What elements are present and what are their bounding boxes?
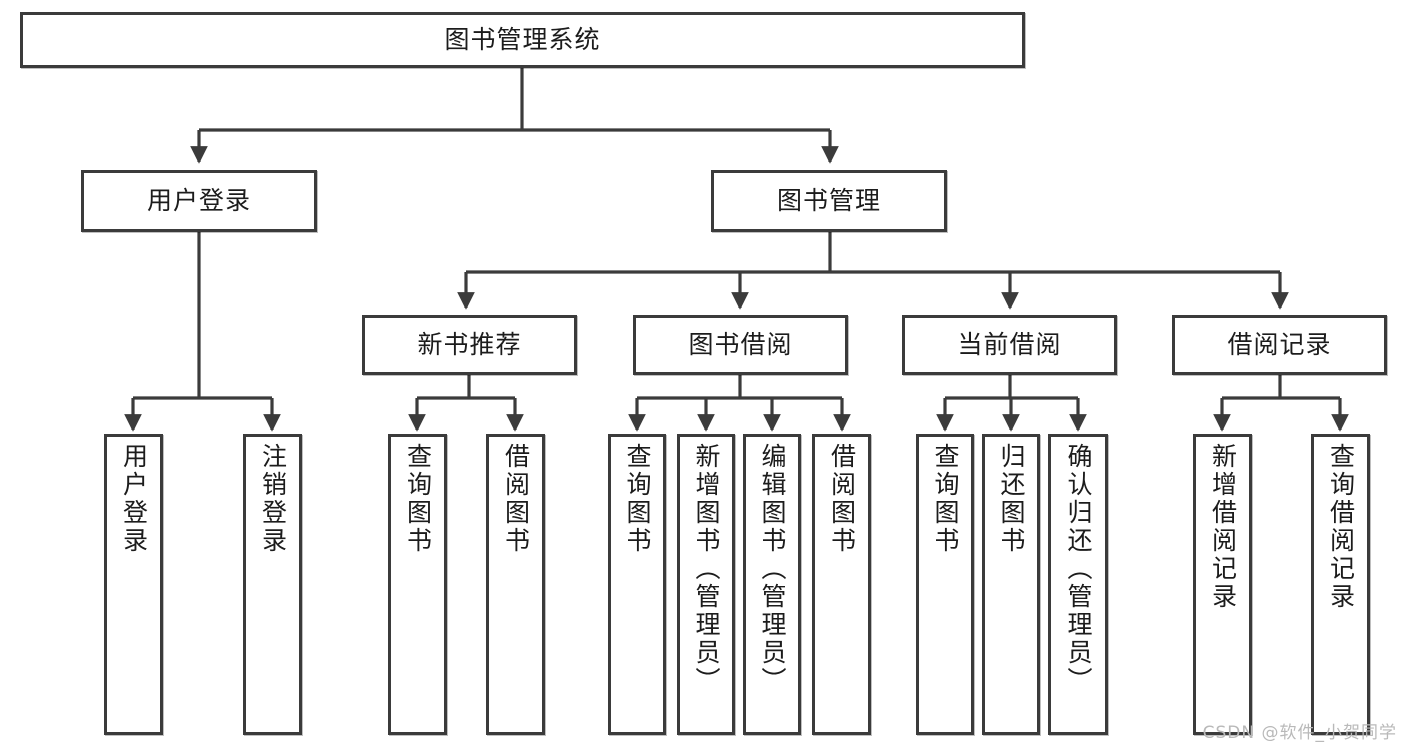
- leaf-user-logout[interactable]: 注销登录: [243, 434, 302, 735]
- leaf-borrow-book-2-label: 借阅图书: [827, 443, 857, 555]
- node-user-login[interactable]: 用户登录: [81, 170, 317, 232]
- leaf-add-record[interactable]: 新增借阅记录: [1193, 434, 1252, 735]
- watermark-text: CSDN @软件_小贺同学: [1202, 723, 1397, 743]
- leaf-query-book-1[interactable]: 查询图书: [388, 434, 447, 735]
- leaf-confirm-return[interactable]: 确认归还（管理员）: [1048, 434, 1108, 735]
- leaf-user-login-label: 用户登录: [119, 443, 149, 555]
- node-root-label: 图书管理系统: [444, 25, 601, 54]
- leaf-query-book-3[interactable]: 查询图书: [916, 434, 974, 735]
- leaf-query-book-3-label: 查询图书: [931, 443, 960, 555]
- leaf-user-login[interactable]: 用户登录: [104, 434, 163, 735]
- node-root[interactable]: 图书管理系统: [20, 12, 1025, 68]
- node-book-manage-label: 图书管理: [776, 186, 881, 215]
- node-new-book-rec[interactable]: 新书推荐: [362, 315, 577, 375]
- leaf-query-record-label: 查询借阅记录: [1326, 443, 1356, 611]
- leaf-confirm-return-label: 确认归还（管理员）: [1064, 443, 1093, 695]
- node-new-book-rec-label: 新书推荐: [417, 330, 522, 359]
- leaf-borrow-book-2[interactable]: 借阅图书: [812, 434, 871, 735]
- leaf-add-book[interactable]: 新增图书（管理员）: [677, 434, 735, 735]
- node-book-borrow[interactable]: 图书借阅: [633, 315, 848, 375]
- leaf-query-book-2[interactable]: 查询图书: [608, 434, 666, 735]
- leaf-borrow-book-1[interactable]: 借阅图书: [486, 434, 545, 735]
- node-borrow-record-label: 借阅记录: [1227, 330, 1332, 359]
- leaf-query-book-1-label: 查询图书: [403, 443, 433, 555]
- leaf-add-book-label: 新增图书（管理员）: [692, 443, 721, 695]
- node-book-borrow-label: 图书借阅: [688, 330, 793, 359]
- leaf-add-record-label: 新增借阅记录: [1208, 443, 1238, 611]
- leaf-query-record[interactable]: 查询借阅记录: [1311, 434, 1370, 735]
- leaf-return-book-label: 归还图书: [997, 443, 1026, 555]
- leaf-edit-book-label: 编辑图书（管理员）: [758, 443, 787, 695]
- node-book-manage[interactable]: 图书管理: [711, 170, 947, 232]
- leaf-borrow-book-1-label: 借阅图书: [501, 443, 531, 555]
- leaf-edit-book[interactable]: 编辑图书（管理员）: [743, 434, 801, 735]
- leaf-return-book[interactable]: 归还图书: [982, 434, 1040, 735]
- leaf-user-logout-label: 注销登录: [258, 443, 288, 555]
- leaf-query-book-2-label: 查询图书: [623, 443, 652, 555]
- node-borrow-record[interactable]: 借阅记录: [1172, 315, 1387, 375]
- node-current-borrow-label: 当前借阅: [957, 330, 1062, 359]
- node-user-login-label: 用户登录: [146, 186, 251, 215]
- node-current-borrow[interactable]: 当前借阅: [902, 315, 1117, 375]
